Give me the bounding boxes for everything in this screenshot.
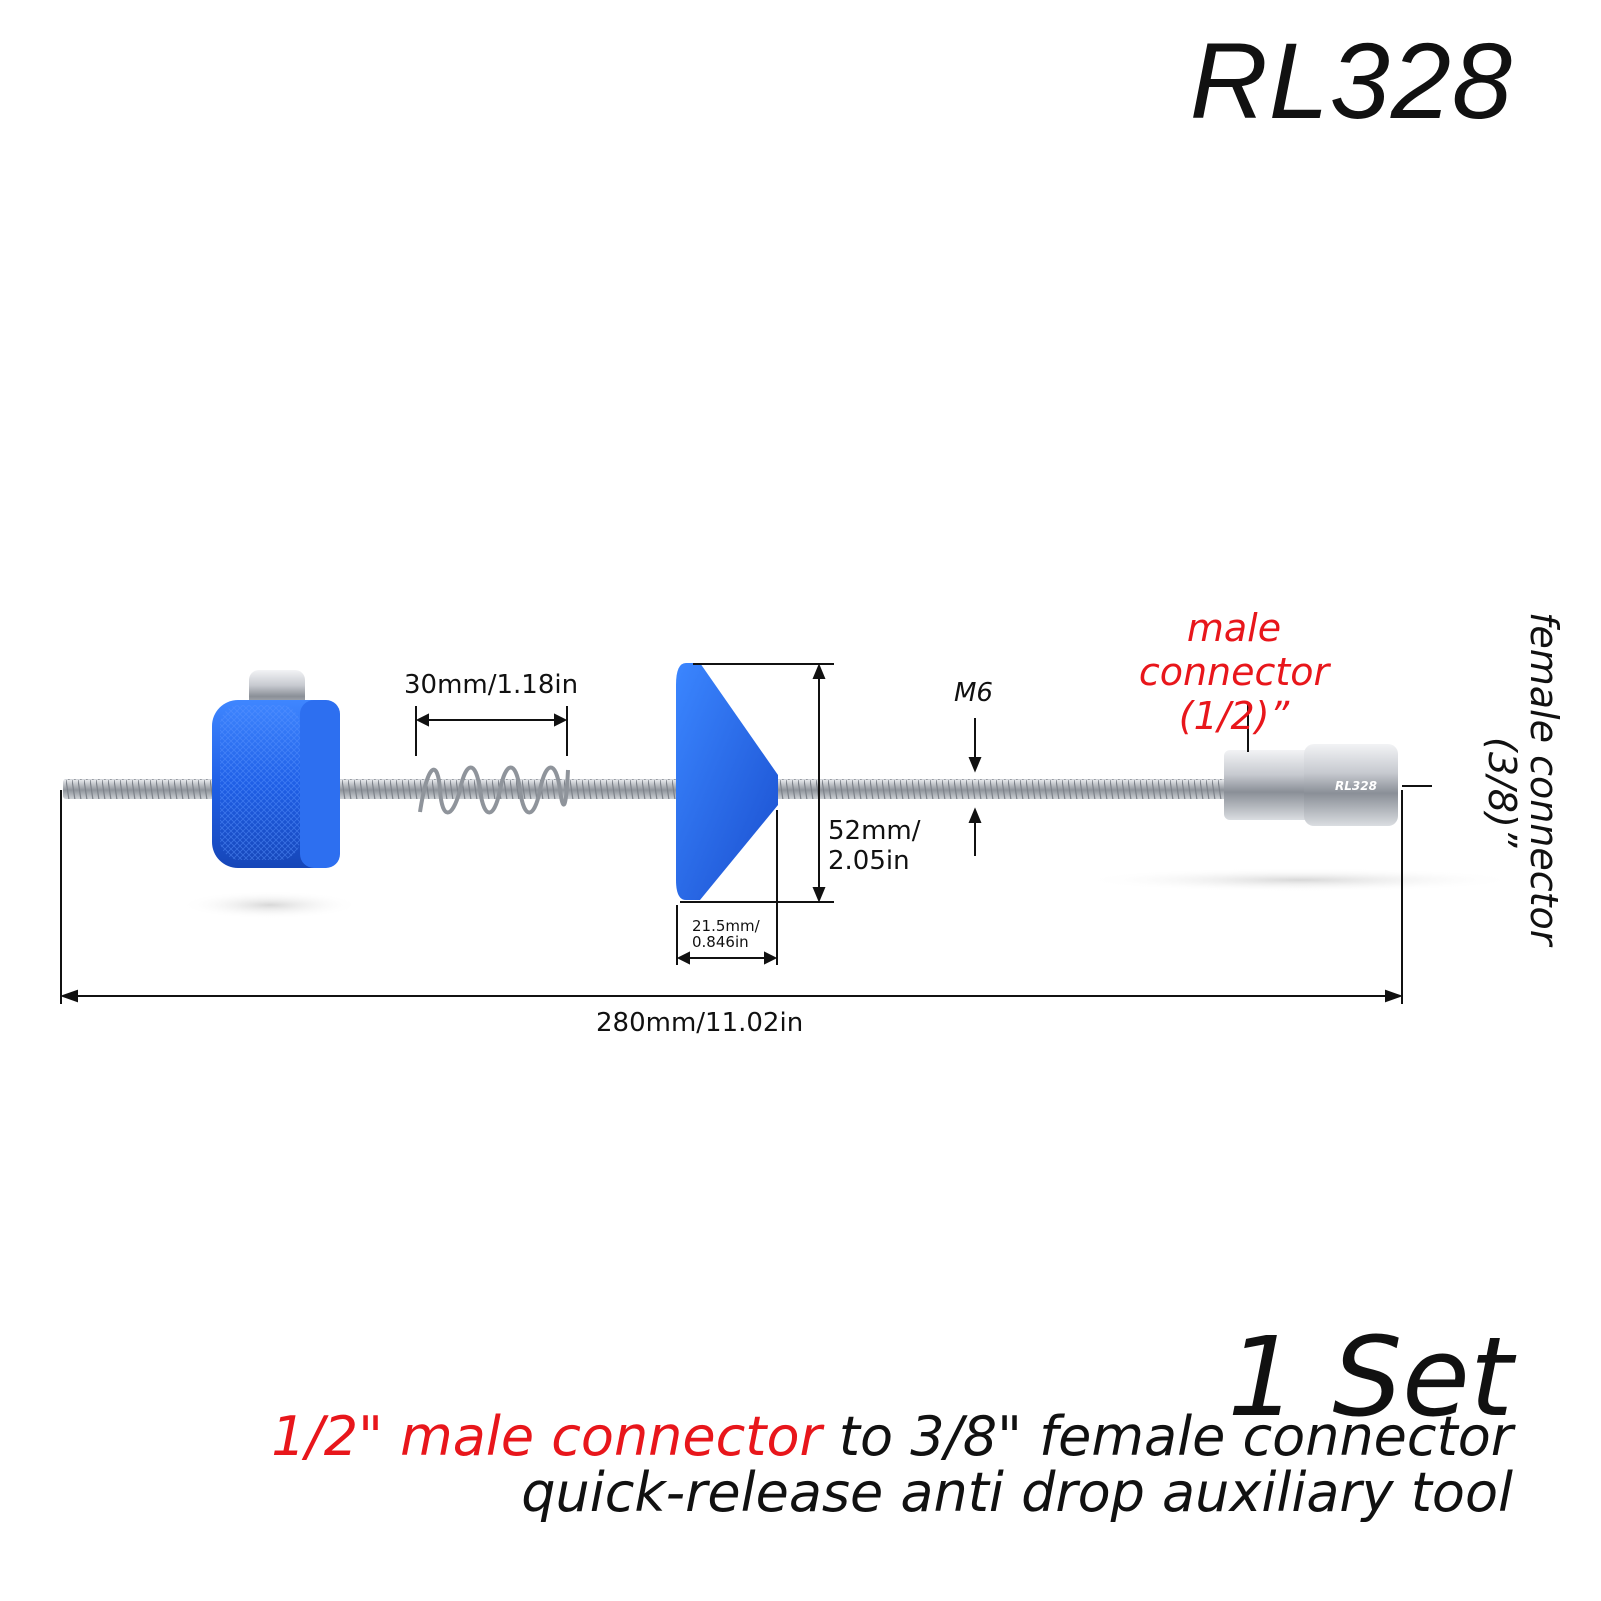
female-connector-line2: (3/8)” [1480, 737, 1524, 848]
cone-width-line2: 0.846in [692, 933, 749, 951]
knob-knurl [220, 705, 300, 860]
knob-face [300, 700, 340, 868]
male-connector-line2: (1/2)” [1178, 694, 1290, 738]
thread-size-label: M6 [954, 678, 993, 708]
dimension-lines [60, 663, 1432, 1004]
cone-diameter-label: 52mm/ 2.05in [828, 816, 921, 876]
description-line2: quick-release anti drop auxiliary tool [521, 1461, 1513, 1524]
cone-width-line1: 21.5mm/ [692, 917, 760, 935]
ground-shadow [180, 891, 360, 919]
cone-diameter-line2: 2.05in [828, 846, 910, 876]
description-line1: 1/2" male connector to 3/8" female conne… [271, 1410, 1513, 1464]
female-connector-label: female connector (3/8)” [1480, 612, 1566, 972]
model-title: RL328 [1189, 20, 1513, 141]
total-length-label: 280mm/11.02in [596, 1008, 804, 1038]
threaded-rod [63, 779, 1243, 799]
ground-shadow [1080, 868, 1520, 892]
blue-cone [676, 663, 778, 900]
female-connector-body [1304, 744, 1398, 826]
spring-length-label: 30mm/1.18in [404, 670, 579, 700]
cone-width-label: 21.5mm/ 0.846in [692, 918, 760, 950]
male-connector-label: male connector (1/2)” [1086, 606, 1382, 738]
connector-engraving: RL328 [1335, 779, 1377, 793]
female-connector-line1: female connector [1522, 612, 1566, 946]
description-black-part: to 3/8" female connector [821, 1405, 1513, 1468]
set-label: 1 Set [1227, 1313, 1513, 1441]
description-red-part: 1/2" male connector [271, 1405, 822, 1468]
spring [418, 765, 570, 815]
cone-diameter-line1: 52mm/ [828, 816, 921, 846]
male-connector-body [1224, 750, 1314, 820]
male-connector-line1: male connector [1138, 606, 1330, 694]
